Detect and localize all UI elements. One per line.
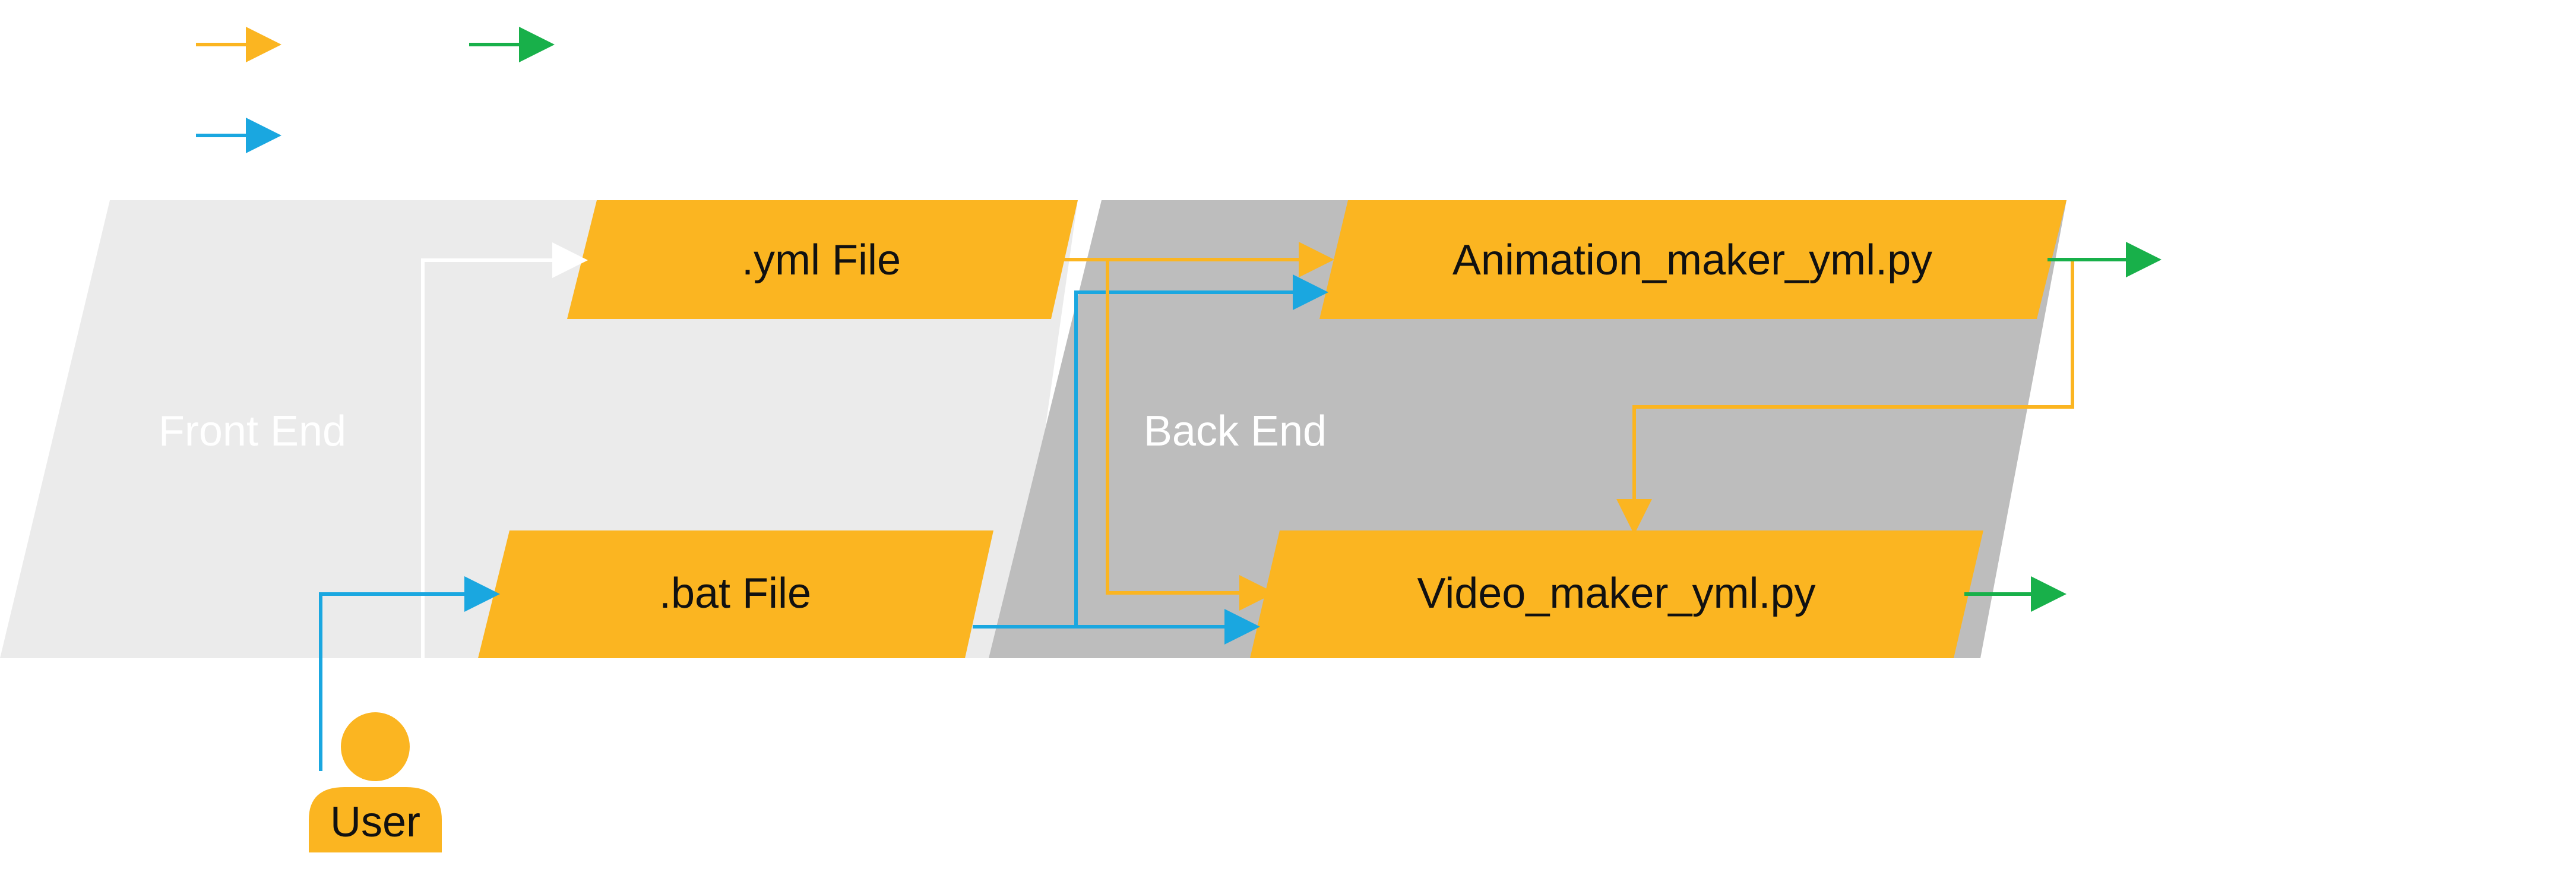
bat-file-box: .bat File [478,530,993,658]
animation-maker-label: Animation_maker_yml.py [1452,236,1932,284]
yml-file-box: .yml File [567,200,1078,319]
user-actor: User [309,712,442,852]
user-label: User [330,798,420,846]
back-end-label: Back End [1144,408,1327,455]
video-maker-box: Video_maker_yml.py [1250,530,1983,658]
arrow-yml-to-video [1106,260,1275,611]
animation-maker-box: Animation_maker_yml.py [1319,200,2067,319]
front-end-label: Front End [159,408,346,455]
arrow-user-to-bat [319,576,500,771]
legend [196,27,555,153]
arrow-user-to-yml [421,242,588,658]
bat-file-label: .bat File [659,570,811,617]
arrow-bat-to-animation [1074,274,1328,627]
yml-file-label: .yml File [742,236,901,284]
video-maker-label: Video_maker_yml.py [1417,570,1816,617]
person-icon [309,712,442,852]
arrow-animation-to-video [1616,260,2074,535]
